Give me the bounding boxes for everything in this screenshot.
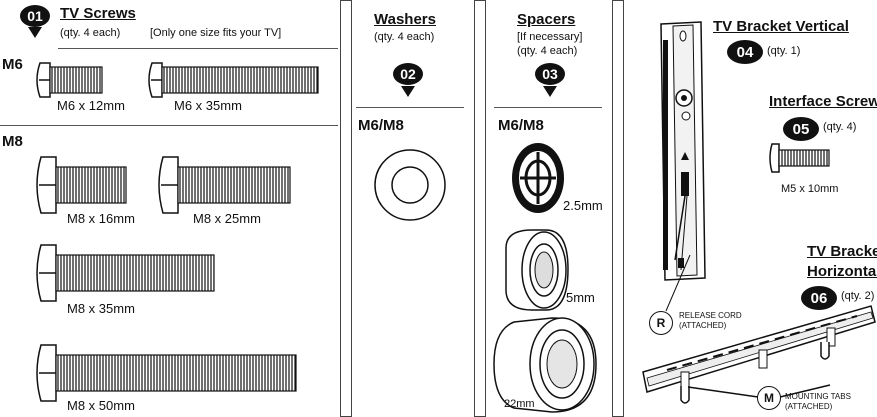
release-cord-label: RELEASE CORD (ATTACHED) — [679, 311, 742, 331]
mounting-tabs-leader-lines — [687, 384, 831, 398]
washers-size-label: M6/M8 — [358, 117, 404, 134]
spacers-title: Spacers — [517, 11, 576, 28]
spacer-22mm-icon — [493, 317, 597, 413]
part-number-04-badge: 04 — [727, 40, 763, 64]
bracket-horizontal-qty: (qty. 2) — [841, 290, 875, 302]
part-number-03-badge: 03 — [535, 63, 565, 85]
interface-screw-title: Interface Screw — [769, 93, 877, 110]
spacers-size-label: M6/M8 — [498, 117, 544, 134]
spacer-5mm-label: 5mm — [566, 290, 595, 305]
bracket-horizontal-title-1: TV Bracket — [807, 243, 877, 260]
interface-screw-size: M5 x 10mm — [781, 183, 839, 195]
section-divider — [494, 107, 602, 108]
tv-screws-qty: (qty. 4 each) — [60, 27, 121, 39]
washers-qty: (qty. 4 each) — [374, 31, 435, 43]
screw-m6x35-icon — [148, 62, 319, 98]
bracket-vertical-title: TV Bracket Vertical — [713, 18, 849, 35]
m8x35-size-label: M8 x 35mm — [67, 301, 135, 316]
part-number-06-badge: 06 — [801, 286, 837, 310]
column-separator — [340, 0, 352, 417]
part-number-01-badge: 01 — [20, 5, 50, 27]
bracket-vertical-qty: (qty. 1) — [767, 45, 801, 57]
washers-title: Washers — [374, 11, 436, 28]
interface-screw-qty: (qty. 4) — [823, 121, 857, 133]
m8x25-size-label: M8 x 25mm — [193, 211, 261, 226]
screw-m8x35-icon — [36, 244, 215, 302]
mounting-tabs-text: MOUNTING TABS — [785, 392, 851, 401]
spacer-22mm-label: 22mm — [504, 398, 535, 410]
section-divider — [58, 48, 338, 49]
section-divider — [0, 125, 338, 126]
release-cord-leader-line — [665, 254, 691, 312]
tv-bracket-horizontal-icon — [642, 305, 876, 404]
spacers-qty: (qty. 4 each) — [517, 45, 578, 57]
screw-m8x25-icon — [158, 156, 291, 214]
section-divider — [356, 107, 464, 108]
column-separator — [474, 0, 486, 417]
m6x12-size-label: M6 x 12mm — [57, 98, 125, 113]
mounting-tabs-attached: (ATTACHED) — [785, 402, 833, 411]
pointer-arrow-icon — [28, 27, 42, 38]
washer-icon — [374, 149, 446, 221]
spacer-5mm-icon — [505, 229, 569, 311]
m8x16-size-label: M8 x 16mm — [67, 211, 135, 226]
pointer-arrow-icon — [543, 86, 557, 97]
m6-label: M6 — [2, 56, 23, 73]
m6x35-size-label: M6 x 35mm — [174, 98, 242, 113]
release-cord-attached: (ATTACHED) — [679, 321, 727, 330]
pointer-arrow-icon — [401, 86, 415, 97]
screw-m8x16-icon — [36, 156, 127, 214]
interface-screw-icon — [769, 143, 830, 173]
spacers-note: [If necessary] — [517, 31, 583, 43]
m8x50-size-label: M8 x 50mm — [67, 398, 135, 413]
part-number-02-badge: 02 — [393, 63, 423, 85]
m8-label: M8 — [2, 133, 23, 150]
tv-screws-title: TV Screws — [60, 5, 136, 22]
tv-screws-note: [Only one size fits your TV] — [150, 27, 282, 39]
release-cord-marker-icon: R — [649, 311, 673, 335]
mounting-tabs-label: MOUNTING TABS (ATTACHED) — [785, 392, 851, 412]
screw-m8x50-icon — [36, 344, 297, 402]
part-number-05-badge: 05 — [783, 117, 819, 141]
spacer-2-5mm-icon — [512, 143, 564, 213]
tv-bracket-vertical-icon — [660, 21, 706, 281]
spacer-2-5mm-label: 2.5mm — [563, 198, 603, 213]
column-separator — [612, 0, 624, 417]
screw-m6x12-icon — [36, 62, 103, 98]
mounting-tabs-marker-icon: M — [757, 386, 781, 410]
bracket-horizontal-title-2: Horizontal — [807, 263, 877, 280]
release-cord-text: RELEASE CORD — [679, 311, 742, 320]
